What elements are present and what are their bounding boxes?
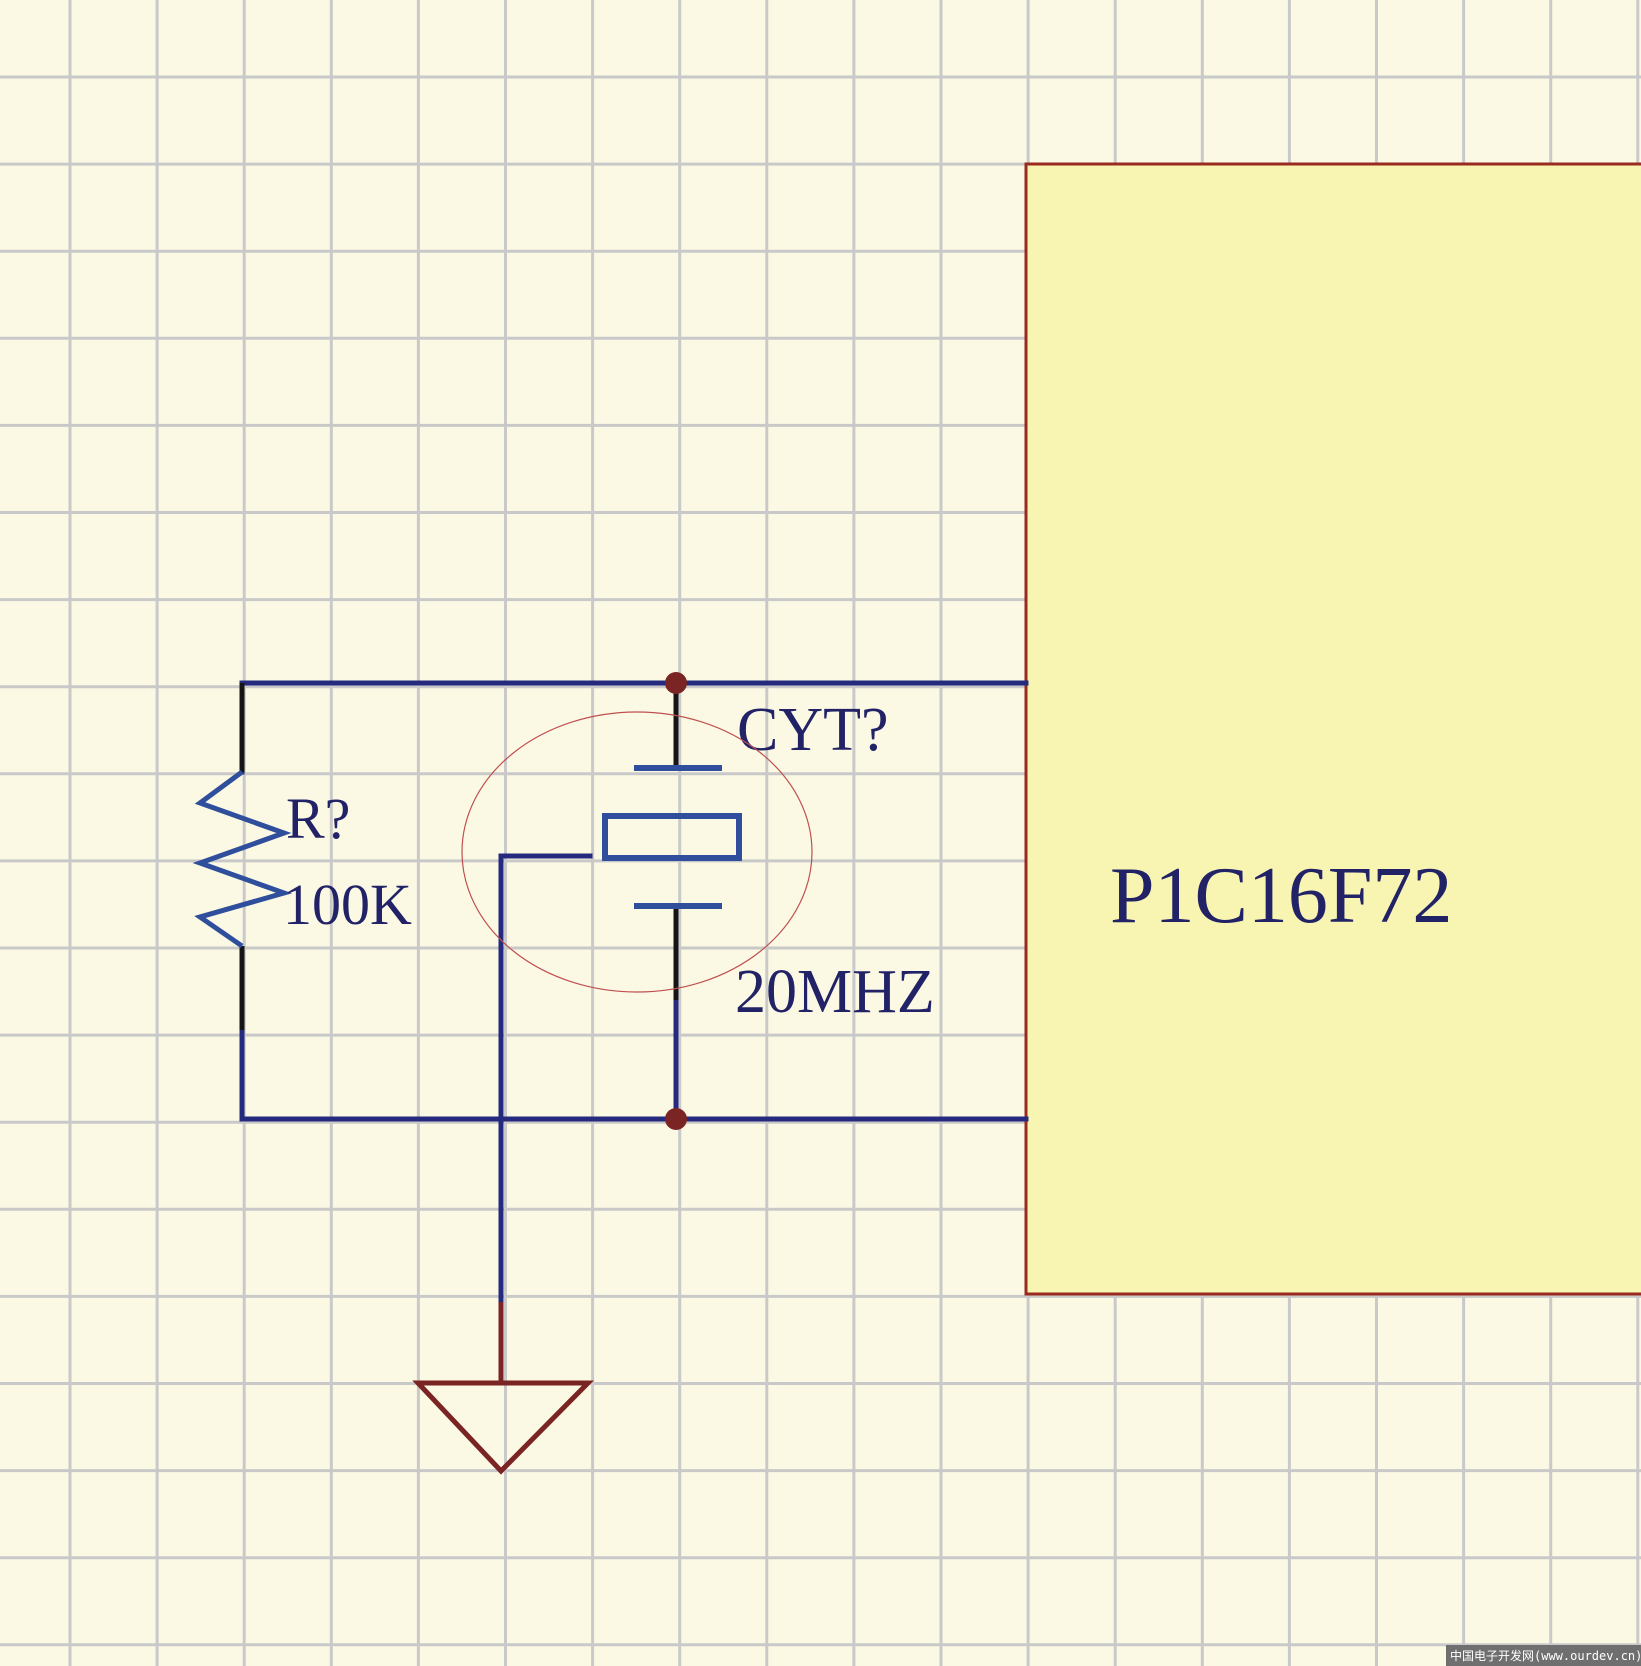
junction-dot-top [665,672,687,694]
highlight-circle [461,711,813,993]
pin-stubs [239,683,679,1030]
junction-dot-bottom [665,1108,687,1130]
wire-crystal-case-to-ground [498,853,593,1305]
watermark-background [1446,1645,1641,1666]
ground-symbol[interactable] [412,1302,594,1475]
wire-top-net [239,680,1029,775]
crystal-designator: CYT? [737,696,889,764]
mcu-part-name: P1C16F72 [1110,852,1452,940]
crystal-value: 20MHZ [735,958,935,1026]
resistor-designator: R? [286,786,350,851]
resistor-value: 100K [283,872,412,937]
crystal-body [602,813,742,861]
mcu-body[interactable] [1024,162,1641,1296]
crystal[interactable]: CYT? 20MHZ [602,696,935,1026]
wire-bottom-net [239,1027,1029,1122]
resistor[interactable]: R? 100K [192,769,412,949]
ground-triangle [412,1380,594,1475]
resistor-zigzag [192,769,293,949]
watermark-text: 中国电子开发网(www.ourdev.cn) [1450,1648,1641,1663]
